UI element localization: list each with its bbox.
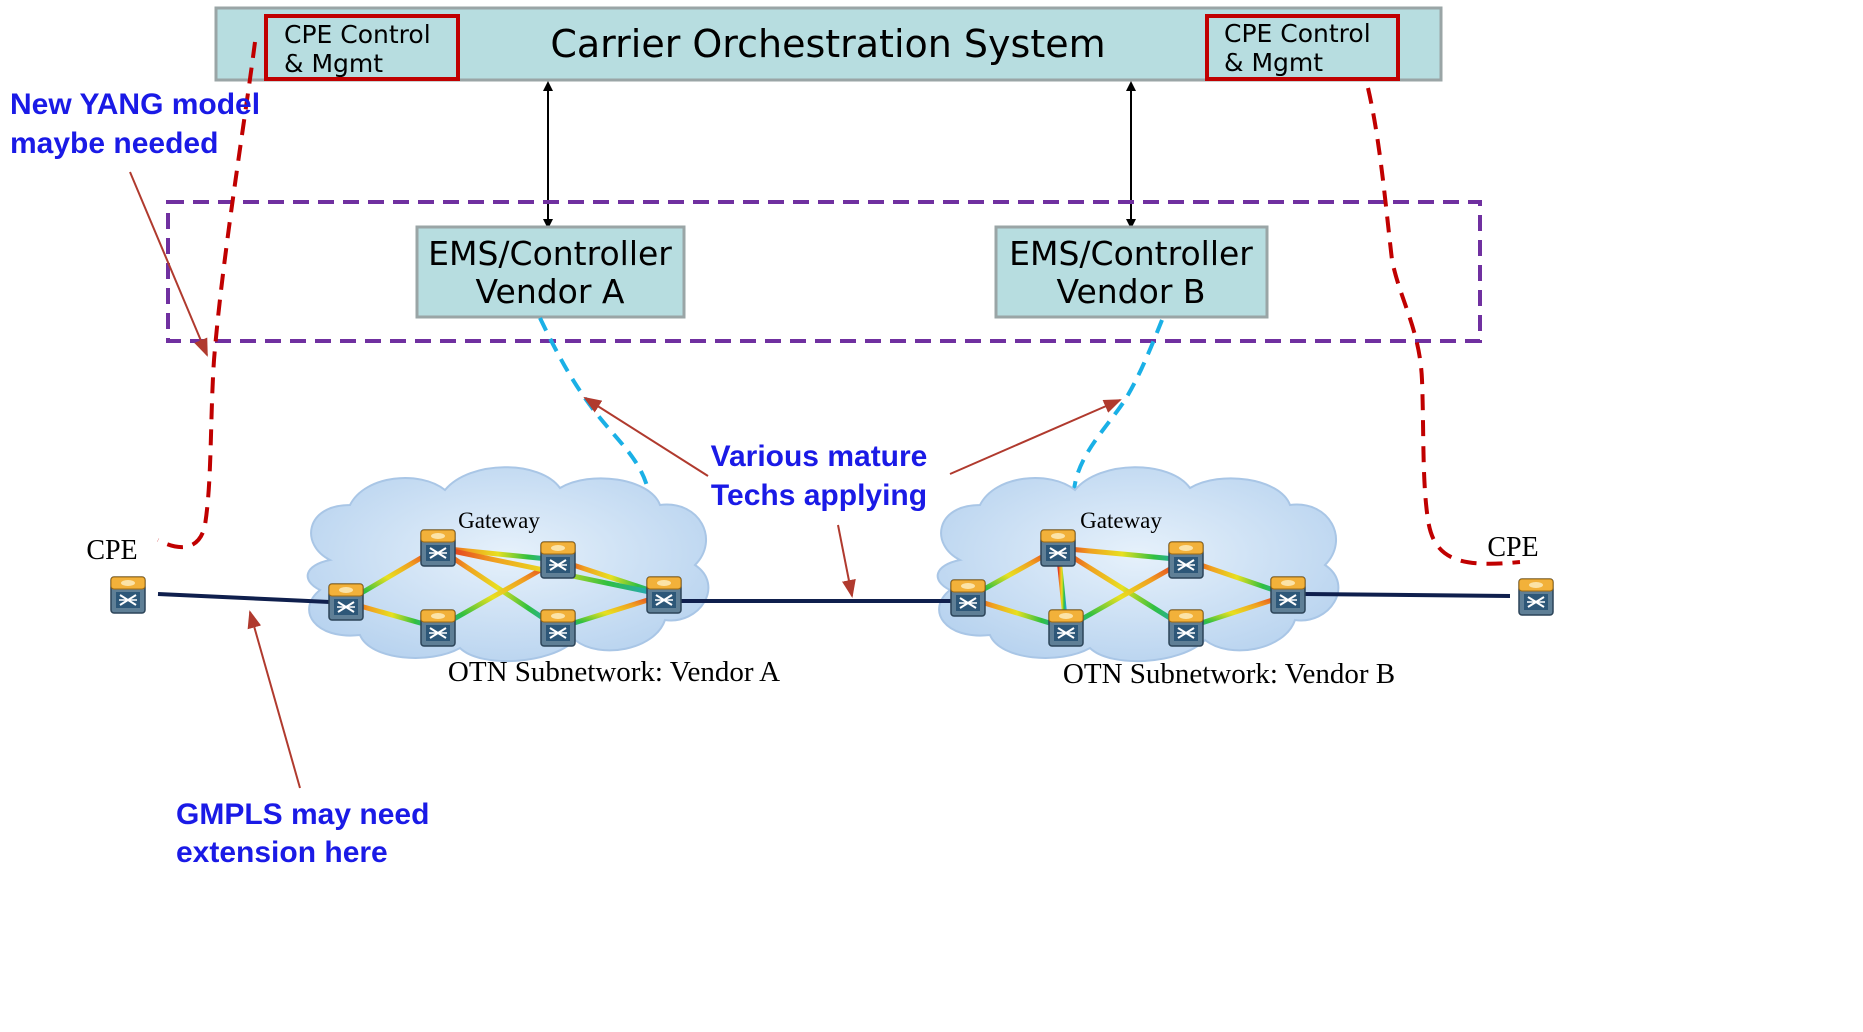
cpe-mgmt-left-line2: & Mgmt	[284, 49, 383, 78]
subnet-a-label: OTN Subnetwork: Vendor A	[448, 656, 780, 688]
cpe-mgmt-right-box	[1205, 14, 1400, 81]
gateway-a-label: Gateway	[458, 508, 540, 533]
vendor-a-node-icon	[328, 583, 364, 621]
gmpls-annotation-line1: GMPLS may need	[176, 798, 429, 831]
vendor-b-node-icon	[1168, 541, 1204, 579]
vendor-b-node-icon	[950, 579, 986, 617]
orchestration-system-box	[214, 6, 1443, 82]
controller-b-box	[994, 225, 1269, 319]
cpe-mgmt-left-box	[264, 14, 460, 81]
cpe-right-node-icon	[1518, 578, 1554, 616]
mature-annotation-arrow-down	[837, 524, 856, 598]
controller-a-line1: EMS/Controller	[428, 234, 672, 273]
controller-b-gateway-path	[1068, 319, 1164, 621]
mature-annotation-line1: Various mature	[711, 440, 928, 473]
vendor-a-gateway-node-icon	[646, 576, 682, 614]
yang-annotation-line1: New YANG model	[10, 88, 260, 121]
gmpls-annotation-line2: extension here	[176, 836, 388, 869]
vendor-b-node-icon	[1040, 529, 1076, 567]
vendor-a-node-icon	[540, 609, 576, 647]
controller-b-line1: EMS/Controller	[1009, 234, 1253, 273]
yang-annotation-arrow	[129, 171, 208, 357]
yang-annotation-line2: maybe needed	[10, 127, 218, 160]
mature-annotation-line2: Techs applying	[711, 479, 927, 512]
orchestration-system-title: Carrier Orchestration System	[550, 22, 1105, 66]
controller-a-box	[415, 225, 686, 319]
mature-annotation-arrow-left	[583, 396, 709, 477]
gmpls-annotation-arrow	[247, 610, 301, 789]
vendor-b-node-icon	[1270, 576, 1306, 614]
controller-layer-group	[166, 200, 1482, 343]
vendor-b-node-icon	[1168, 609, 1204, 647]
cpe-right-label: CPE	[1487, 532, 1538, 563]
gateway-b-label: Gateway	[1080, 508, 1162, 533]
mature-annotation-arrow-right	[949, 399, 1122, 475]
cpe-left-node-icon	[110, 576, 146, 614]
vendor-a-node-icon	[540, 541, 576, 579]
vendor-a-node-icon	[420, 609, 456, 647]
cpe-control-left-path	[157, 41, 257, 549]
vendor-b-gateway-node-icon	[1048, 609, 1084, 647]
controller-b-line2: Vendor B	[1056, 272, 1205, 311]
link-vendor-b-to-cpe-right	[1304, 592, 1511, 598]
cpe-mgmt-right-line2: & Mgmt	[1224, 48, 1323, 77]
link-cpe-left-to-vendor-a	[157, 592, 331, 604]
cpe-left-label: CPE	[86, 535, 137, 566]
vendor-a-node-icon	[420, 529, 456, 567]
cpe-mgmt-left-line1: CPE Control	[284, 20, 431, 49]
cloud-vendor-b	[936, 466, 1340, 663]
subnet-b-label: OTN Subnetwork: Vendor B	[1063, 658, 1395, 690]
controller-a-line2: Vendor A	[476, 272, 625, 311]
cpe-control-right-path	[1366, 87, 1521, 566]
cpe-mgmt-right-line1: CPE Control	[1224, 19, 1371, 48]
